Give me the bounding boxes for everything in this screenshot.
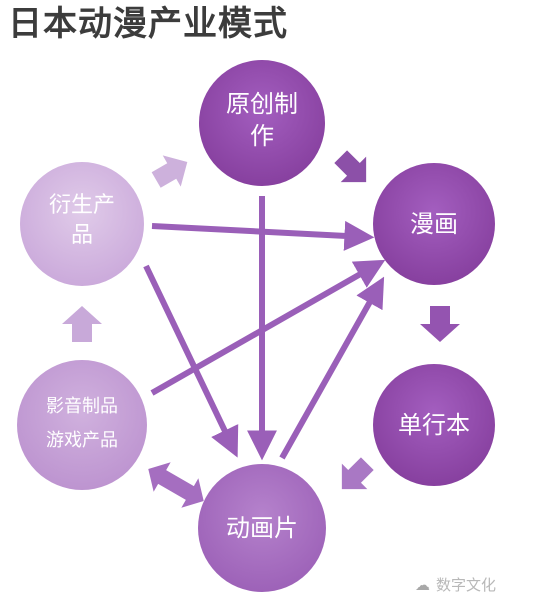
node-original-label: 原创制 作 <box>212 88 312 153</box>
node-derivative-line1: 衍生产 <box>48 193 115 218</box>
arrow-original-to-manga <box>334 150 367 183</box>
arrow-derivative-to-anime <box>143 264 239 458</box>
cycle-arrows <box>62 150 460 508</box>
node-original-line1: 原创制 <box>226 90 298 118</box>
node-derivative-circle <box>20 162 144 286</box>
node-media-label: 影音制品 游戏产品 <box>27 390 137 458</box>
node-media-line2: 游戏产品 <box>46 430 118 452</box>
node-volume-text: 单行本 <box>398 411 470 439</box>
node-original-circle <box>199 60 325 186</box>
node-derivative-label: 衍生产 品 <box>32 191 132 250</box>
wechat-icon: ☁ <box>415 576 430 594</box>
node-media-line1: 影音制品 <box>46 396 118 417</box>
node-manga-circle <box>373 163 495 285</box>
arrow-media-to-derivative <box>62 306 102 342</box>
node-volume-label: 单行本 <box>384 409 484 441</box>
node-anime-text: 动画片 <box>226 514 298 542</box>
node-manga-label: 漫画 <box>384 208 484 240</box>
arrow-anime-media-double <box>148 462 204 508</box>
diagram-title: 日本动漫产业模式 <box>8 4 288 44</box>
node-media-circle <box>17 360 147 490</box>
node-manga-text: 漫画 <box>410 210 458 238</box>
arrow-derivative-to-original <box>151 155 188 188</box>
node-original-line2: 作 <box>250 122 274 151</box>
arrow-manga-to-volume <box>420 306 460 342</box>
arrow-volume-to-anime <box>341 457 374 490</box>
arrow-media-to-manga <box>150 259 386 396</box>
watermark-text: 数字文化 <box>436 576 497 594</box>
watermark: ☁ 数字文化 <box>415 574 496 595</box>
node-derivative-line2: 品 <box>70 222 93 248</box>
node-volume-circle <box>373 364 495 486</box>
nodes <box>17 60 495 592</box>
connector-arrows <box>143 196 386 461</box>
node-anime-circle <box>198 464 326 592</box>
arrow-derivative-to-manga <box>151 220 375 251</box>
node-anime-label: 动画片 <box>212 512 312 544</box>
arrow-anime-to-manga <box>279 276 385 460</box>
